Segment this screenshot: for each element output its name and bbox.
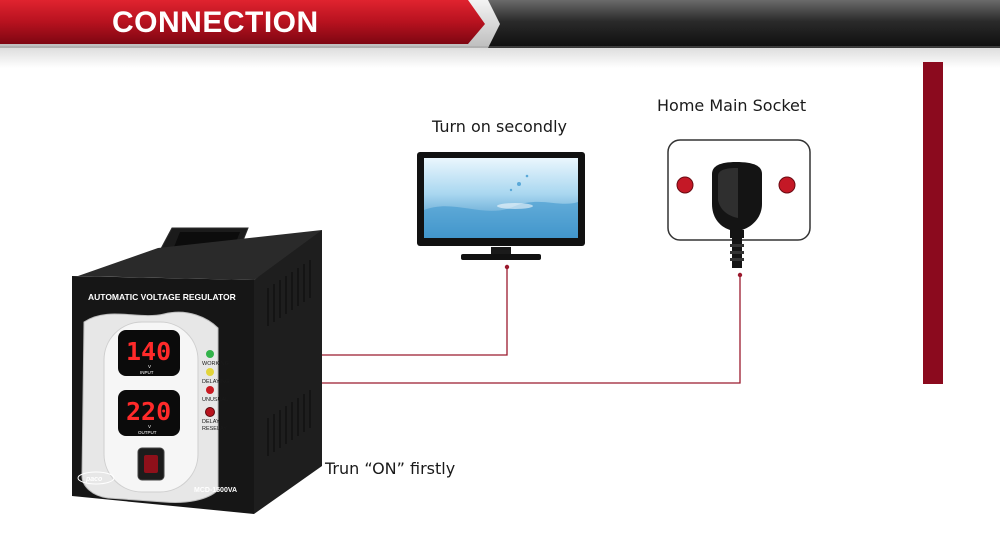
svg-text:V: V <box>148 424 151 429</box>
input-label: INPUT <box>140 370 154 375</box>
tv-icon <box>417 152 585 260</box>
input-voltage-display: 140 <box>126 337 171 366</box>
page-title: CONNECTION <box>112 6 319 39</box>
delay-label: DELAY <box>202 419 220 425</box>
wire-to-tv-dot <box>504 264 510 270</box>
switch-on-label: Trun “ON” firstly <box>325 459 456 478</box>
wire-to-socket <box>315 276 741 384</box>
socket-label: Home Main Socket <box>657 96 807 115</box>
output-voltage-display: 220 <box>126 397 171 426</box>
wall-socket-icon <box>667 139 811 268</box>
output-label: OUTPUT <box>138 430 157 435</box>
wire-to-tv <box>315 268 508 356</box>
wire-to-socket-dot <box>737 272 743 278</box>
accent-bar <box>923 62 943 384</box>
voltage-regulator: AUTOMATIC VOLTAGE REGULATOR 140 V INPUT … <box>72 227 322 514</box>
header-banner <box>0 0 1000 48</box>
reselay-label: RESELAY <box>202 426 227 432</box>
model-label: MCD-1500VA <box>194 487 237 494</box>
indicator-unusual: UNUSUAL <box>202 397 228 403</box>
tv-label: Turn on secondly <box>432 117 567 136</box>
indicator-delaying: DELAYING <box>202 379 229 385</box>
banner-shadow <box>0 46 1000 68</box>
brand-logo: paco <box>85 476 103 483</box>
indicator-working: WORKING <box>202 361 229 367</box>
svg-text:V: V <box>148 364 151 369</box>
panel-title: AUTOMATIC VOLTAGE REGULATOR <box>88 292 236 302</box>
